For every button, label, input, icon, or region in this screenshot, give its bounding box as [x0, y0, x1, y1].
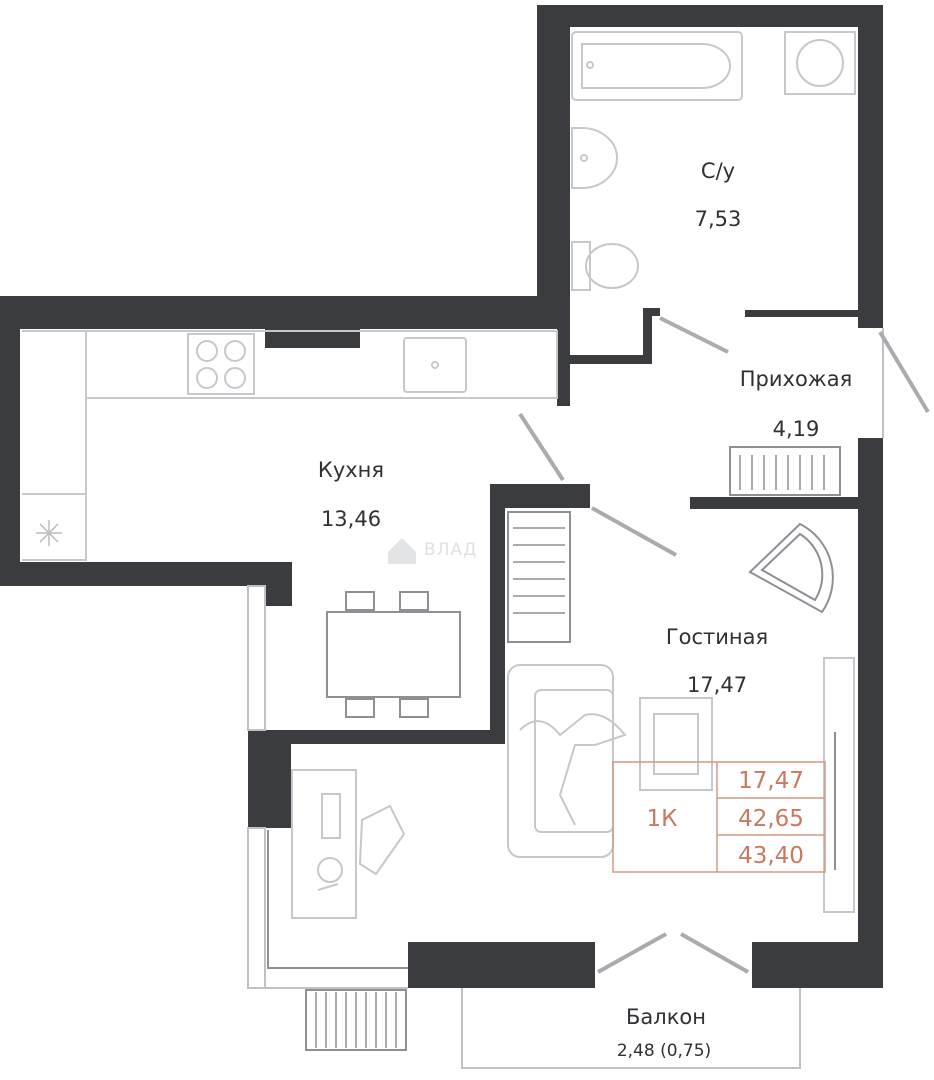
wall-bath-top [537, 5, 883, 27]
kitchen-sink-icon [403, 337, 467, 393]
total-area-value: 42,65 [738, 806, 804, 832]
sofa-icon [507, 664, 614, 858]
living-fixtures [291, 446, 855, 919]
chair [345, 591, 375, 611]
room-area-bathroom: 7,53 [695, 207, 742, 231]
door-balcony-left [597, 932, 667, 974]
door-kitchen [518, 412, 565, 482]
tv-stand [823, 657, 855, 913]
kitchen-counter [22, 330, 558, 561]
wall-bath-stub [643, 308, 660, 316]
living-area-value: 17,47 [738, 768, 804, 794]
wall-corner-post [557, 296, 570, 406]
walls [0, 5, 883, 988]
wall-bath-step-v [643, 308, 652, 364]
bathroom-fixtures [571, 31, 856, 291]
chair [345, 698, 375, 718]
wall-partition-center-v [490, 484, 505, 744]
room-area-living: 17,47 [687, 673, 747, 697]
wall-bath-left [537, 5, 570, 315]
balcony-radiator [305, 989, 407, 1051]
chair [399, 591, 429, 611]
armchair-icon [748, 522, 834, 614]
washing-machine-icon [784, 31, 856, 95]
chair [399, 698, 429, 718]
wardrobe-icon [507, 511, 571, 643]
room-label-living: Гостиная [666, 625, 768, 649]
area-summary: 1К 17,47 42,65 43,40 [612, 761, 826, 873]
stove-icon [187, 333, 255, 395]
radiator-hall [729, 446, 841, 496]
room-area-kitchen: 13,46 [321, 507, 381, 531]
wall-kitchen-bottom-post [265, 562, 292, 606]
house-icon [388, 538, 416, 564]
coffee-table [639, 697, 713, 791]
wall-bottom-right [752, 942, 883, 988]
door-bathroom [659, 316, 729, 354]
wall-partition-center [490, 484, 590, 508]
total-with-balcony-value: 43,40 [738, 843, 804, 869]
summary-box [612, 761, 826, 873]
wall-living-right [858, 438, 883, 988]
room-area-balcony: 2,48 (0,75) [617, 1041, 711, 1061]
dining-table [326, 611, 461, 698]
wall-hall-partition [690, 497, 858, 509]
toilet-icon [571, 241, 591, 291]
door-living [591, 506, 677, 557]
desk-icon [291, 769, 357, 919]
person-icon [519, 713, 627, 826]
doors [518, 316, 930, 974]
window-study-side [247, 827, 266, 989]
room-label-bathroom: С/у [701, 159, 735, 183]
balcony-outline [461, 988, 801, 1069]
room-label-balcony: Балкон [626, 1005, 706, 1029]
apartment-type: 1К [647, 806, 678, 832]
door-entrance [878, 330, 930, 414]
room-label-hallway: Прихожая [740, 367, 852, 391]
wall-study-top [248, 730, 505, 744]
balcony [305, 988, 801, 1069]
wall-kitchen-bottom [0, 562, 292, 586]
room-label-kitchen: Кухня [318, 458, 384, 482]
kitchen-fixtures [22, 330, 558, 718]
wall-study-left [248, 730, 291, 828]
boiler-icon [36, 520, 62, 546]
wall-bath-step [570, 355, 652, 364]
wall-bath-bottom-right [745, 310, 858, 317]
lamp-icon [317, 857, 344, 891]
wall-kitchen-left [0, 296, 20, 586]
window-study-frame [267, 830, 408, 969]
wall-bottom-left [408, 942, 595, 988]
wall-bath-right [858, 5, 883, 328]
window-kitchen-side [247, 585, 266, 731]
room-labels: С/у 7,53 Прихожая 4,19 Кухня 13,46 Гости… [318, 159, 852, 1061]
windows [247, 328, 884, 989]
door-balcony-right [680, 932, 749, 974]
watermark: ВЛАД [388, 538, 477, 564]
bathtub-icon [571, 31, 743, 101]
office-chair-icon [358, 804, 406, 876]
sink-icon [571, 127, 618, 189]
watermark-text: ВЛАД [424, 540, 477, 560]
room-area-hallway: 4,19 [773, 417, 820, 441]
